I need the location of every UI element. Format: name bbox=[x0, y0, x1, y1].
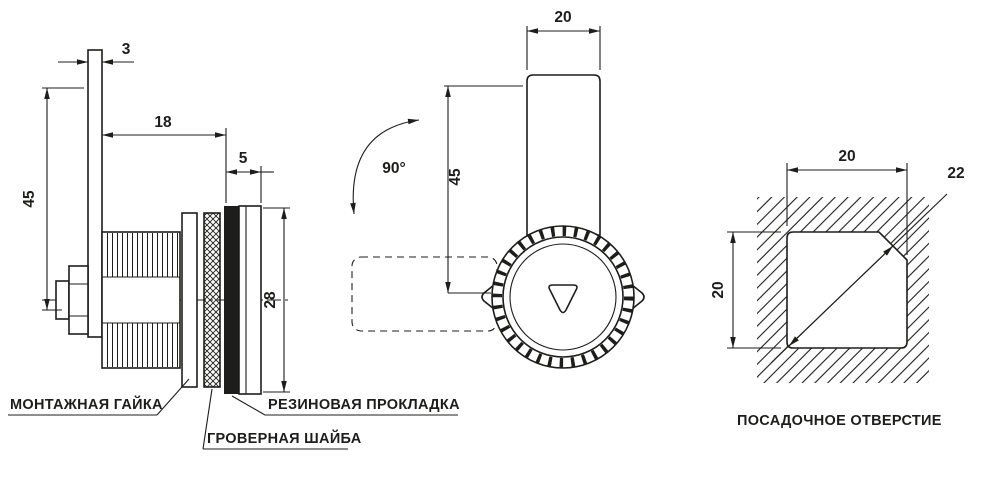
lock-washer-outline bbox=[203, 212, 221, 388]
thread-lines-bottom bbox=[103, 323, 179, 367]
mounting-nut-leader-line bbox=[156, 378, 190, 416]
dim-front-height: 45 bbox=[444, 85, 523, 294]
dim-cylinder-width-value: 20 bbox=[554, 9, 571, 26]
rotation-arc bbox=[350, 118, 420, 215]
front-view: 20 45 90° bbox=[350, 9, 645, 369]
dim-front-height-value: 45 bbox=[447, 168, 464, 186]
lock-washer-label: ГРОВЕРНАЯ ШАЙБА bbox=[207, 429, 362, 447]
threaded-barrel bbox=[101, 231, 181, 369]
dim-body-diameter: 28 bbox=[262, 207, 290, 393]
side-view: 3 45 18 5 28 МОНТАЖНАЯ ГАЙКА bbox=[8, 41, 460, 450]
dim-cam-height: 45 bbox=[21, 87, 84, 311]
callout-lock-washer: ГРОВЕРНАЯ ШАЙБА bbox=[202, 388, 362, 450]
dim-cylinder-width: 20 bbox=[526, 9, 601, 70]
dim-body-diameter-value: 28 bbox=[262, 291, 279, 309]
hex-head-body bbox=[68, 265, 89, 335]
dim-cam-height-value: 45 bbox=[21, 190, 38, 208]
dim-thread-length-value: 18 bbox=[154, 114, 172, 131]
dim-hole-width: 20 bbox=[786, 148, 908, 255]
cam-plate bbox=[87, 49, 103, 338]
body-flange bbox=[238, 205, 262, 395]
right-grip-ear bbox=[631, 284, 645, 310]
mounting-nut-label: МОНТАЖНАЯ ГАЙКА bbox=[10, 395, 163, 413]
knob-inner-ring bbox=[502, 236, 624, 358]
knurl-ring bbox=[492, 226, 634, 368]
dim-rotation-angle: 90° bbox=[350, 118, 420, 215]
rubber-gasket-leader-line bbox=[231, 395, 266, 416]
key-cylinder bbox=[526, 74, 601, 236]
dim-corner-value: 22 bbox=[947, 165, 964, 182]
dim-flange-width: 5 bbox=[226, 150, 274, 203]
rubber-gasket-label: РЕЗИНОВАЯ ПРОКЛАДКА bbox=[268, 397, 460, 413]
hole-view: 20 22 20 ПОСАДОЧНОЕ ОТВЕРСТИЕ bbox=[710, 148, 965, 429]
dim-flange-width-value: 5 bbox=[239, 150, 248, 167]
hole-view-title: ПОСАДОЧНОЕ ОТВЕРСТИЕ bbox=[737, 413, 942, 429]
dim-thread-length: 18 bbox=[102, 114, 227, 203]
hex-head bbox=[55, 265, 89, 335]
mounting-nut bbox=[181, 212, 198, 388]
knob-inner-ring-2 bbox=[509, 243, 617, 351]
dim-rotation-angle-value: 90° bbox=[382, 160, 405, 177]
dim-hole-height: 20 bbox=[710, 231, 781, 349]
diagonal-arrow-corner bbox=[788, 292, 845, 347]
thread-lines-top bbox=[103, 233, 179, 277]
dim-hole-height-value: 20 bbox=[710, 281, 727, 298]
hex-head-plug bbox=[55, 280, 70, 320]
lock-washer bbox=[203, 212, 221, 388]
rotated-cam-outline bbox=[351, 256, 498, 332]
lock-washer-hatch bbox=[204, 213, 220, 387]
keyhole-triangle bbox=[548, 284, 578, 314]
diagonal-arrow-chamfer bbox=[843, 245, 894, 294]
dim-cam-thickness-value: 3 bbox=[122, 41, 131, 58]
rubber-gasket bbox=[224, 206, 239, 394]
callout-rubber-gasket: РЕЗИНОВАЯ ПРОКЛАДКА bbox=[231, 395, 460, 416]
flange-outline bbox=[238, 205, 262, 395]
dim-hole-width-value: 20 bbox=[838, 148, 855, 165]
dim-cam-thickness: 3 bbox=[58, 41, 134, 65]
lock-washer-leader-line bbox=[202, 388, 213, 450]
callout-mounting-nut: МОНТАЖНАЯ ГАЙКА bbox=[8, 378, 190, 416]
